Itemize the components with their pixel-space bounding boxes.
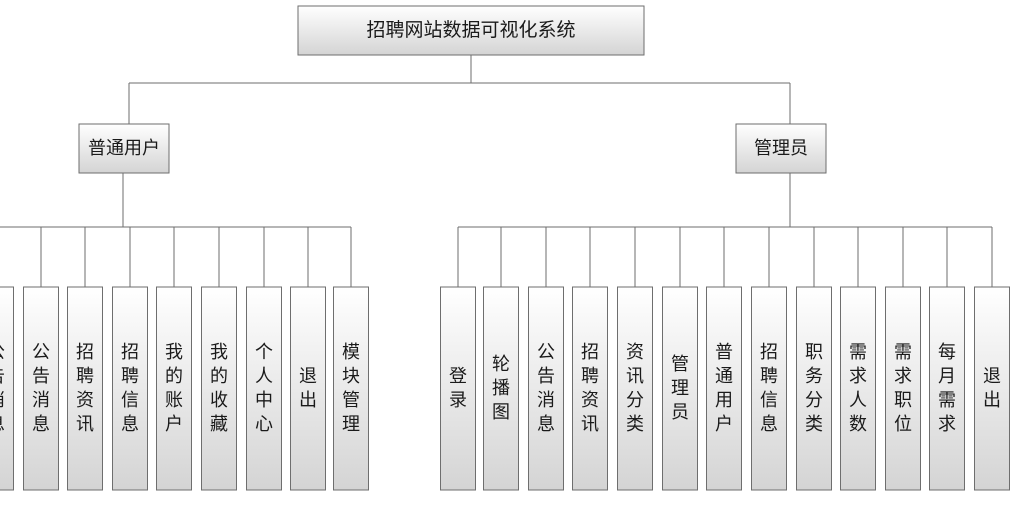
branch-1-child-12-label: 退出 xyxy=(983,366,1001,411)
branch-1-child-7-label: 招聘信息 xyxy=(760,342,778,435)
branch-0-child-1-box xyxy=(23,286,59,491)
branch-0-child-8: 模块管理 xyxy=(333,286,369,491)
branch-0-child-7-box xyxy=(290,286,326,491)
branch-0-child-0-label: 公告消息 xyxy=(0,342,5,435)
branch-1-child-5-label: 管理员 xyxy=(671,354,689,423)
branch-0-child-6-box xyxy=(246,286,282,491)
branch-label-0: 普通用户 xyxy=(88,138,160,159)
branch-0-child-6-label: 个人中心 xyxy=(255,342,273,435)
branch-1-child-3-label: 招聘资讯 xyxy=(581,342,599,435)
branch-1-child-6-box xyxy=(706,286,742,491)
branch-node-1-box xyxy=(735,123,827,174)
branch-1-child-5-box xyxy=(662,286,698,491)
branch-1-child-7-box xyxy=(751,286,787,491)
branch-1-child-10-box xyxy=(885,286,921,491)
branch-1-child-1-box xyxy=(483,286,519,491)
branch-1-child-9-box xyxy=(840,286,876,491)
branch-0-child-7-label: 退出 xyxy=(299,366,317,411)
root-node: 招聘网站数据可视化系统 xyxy=(297,5,645,56)
diagram-nodes: 招聘网站数据可视化系统普通用户公告消息公告消息招聘资讯招聘信息我的账户我的收藏个… xyxy=(0,5,1010,491)
branch-0-child-5-box xyxy=(201,286,237,491)
branch-0-child-8-box xyxy=(333,286,369,491)
branch-0-child-0: 公告消息 xyxy=(0,286,14,491)
branch-1-child-11-label: 每月需求 xyxy=(938,342,956,435)
branch-1-child-0-label: 登录 xyxy=(449,366,467,411)
branch-1-child-4-label: 资讯分类 xyxy=(626,342,644,435)
branch-0-child-5-label: 我的收藏 xyxy=(210,342,228,435)
branch-1-child-12-box xyxy=(974,286,1010,491)
branch-0-child-2-box xyxy=(67,286,103,491)
branch-1-child-2-box xyxy=(528,286,564,491)
branch-0-child-2-label: 招聘资讯 xyxy=(76,342,94,435)
branch-1-child-1: 轮播图 xyxy=(483,286,519,491)
branch-node-0-box xyxy=(78,123,170,174)
branch-0-child-3-box xyxy=(112,286,148,491)
branch-1-child-4-box xyxy=(617,286,653,491)
branch-1-child-5: 管理员 xyxy=(662,286,698,491)
branch-0-child-8-label: 模块管理 xyxy=(342,342,360,435)
branch-1-child-0: 登录 xyxy=(440,286,476,491)
branch-0-child-2: 招聘资讯 xyxy=(67,286,103,491)
branch-1-child-9-label: 需求人数 xyxy=(849,342,867,435)
branch-label-1: 管理员 xyxy=(754,138,808,159)
branch-0-child-3-label: 招聘信息 xyxy=(121,342,139,435)
branch-node-1: 管理员 xyxy=(735,123,827,174)
branch-1-child-2: 公告消息 xyxy=(528,286,564,491)
branch-1-child-10-label: 需求职位 xyxy=(894,342,912,435)
branch-1-child-6: 普通用户 xyxy=(706,286,742,491)
branch-1-child-12: 退出 xyxy=(974,286,1010,491)
branch-0-child-1: 公告消息 xyxy=(23,286,59,491)
branch-1-child-6-label: 普通用户 xyxy=(715,342,733,435)
branch-1-child-3: 招聘资讯 xyxy=(572,286,608,491)
branch-1-child-2-label: 公告消息 xyxy=(537,342,555,435)
branch-1-child-9: 需求人数 xyxy=(840,286,876,491)
branch-1-child-8-box xyxy=(796,286,832,491)
branch-0-child-0-box xyxy=(0,286,14,491)
branch-0-child-3: 招聘信息 xyxy=(112,286,148,491)
branch-1-child-0-box xyxy=(440,286,476,491)
root-label: 招聘网站数据可视化系统 xyxy=(366,19,575,41)
branch-0-child-6: 个人中心 xyxy=(246,286,282,491)
branch-1-child-8-label: 职务分类 xyxy=(805,342,823,435)
branch-1-child-11: 每月需求 xyxy=(929,286,965,491)
branch-1-child-4: 资讯分类 xyxy=(617,286,653,491)
branch-0-child-4: 我的账户 xyxy=(156,286,192,491)
branch-0-child-1-label: 公告消息 xyxy=(32,342,50,435)
branch-1-child-10: 需求职位 xyxy=(885,286,921,491)
branch-1-child-1-label: 轮播图 xyxy=(492,354,510,423)
branch-0-child-4-label: 我的账户 xyxy=(165,342,183,435)
branch-0-child-5: 我的收藏 xyxy=(201,286,237,491)
branch-1-child-8: 职务分类 xyxy=(796,286,832,491)
branch-0-child-7: 退出 xyxy=(290,286,326,491)
branch-1-child-3-box xyxy=(572,286,608,491)
branch-node-0: 普通用户 xyxy=(78,123,170,174)
branch-1-child-11-box xyxy=(929,286,965,491)
root-node-box xyxy=(297,5,645,56)
connector-lines xyxy=(0,55,993,287)
branch-0-child-4-box xyxy=(156,286,192,491)
branch-1-child-7: 招聘信息 xyxy=(751,286,787,491)
